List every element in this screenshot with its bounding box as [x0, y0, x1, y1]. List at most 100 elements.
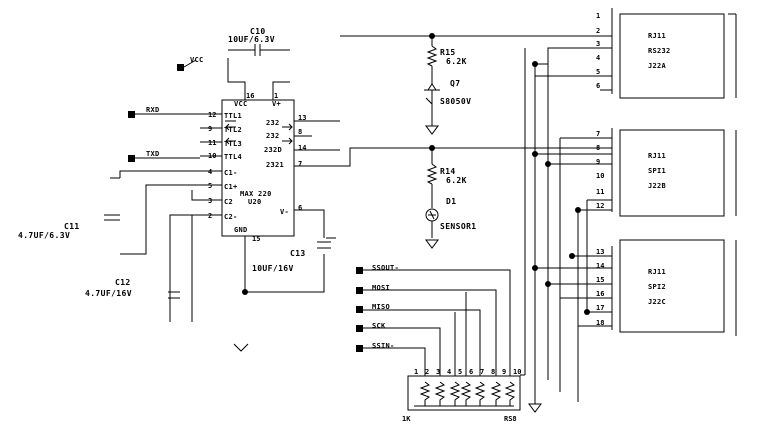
ic-left-pin-3: 3 C2: [208, 197, 233, 206]
svg-text:10: 10: [596, 172, 604, 180]
spi-ssout-label: SSOUT-: [372, 264, 399, 272]
rj-c-line2: SPI2: [648, 283, 666, 291]
network-pin-6: 6: [469, 368, 473, 376]
ic-left-pin-11: 11 TTL3: [208, 139, 242, 148]
network-pin-7: 7: [480, 368, 484, 376]
rj-b-title: RJ11: [648, 152, 666, 160]
svg-text:2: 2: [208, 212, 212, 220]
svg-text:1: 1: [596, 12, 600, 20]
network-pin-3: 3: [436, 368, 440, 376]
ic-left-pin-4: 4 C1-: [208, 168, 238, 177]
network-pin-9: 9: [502, 368, 506, 376]
svg-text:TTL1: TTL1: [224, 112, 242, 120]
network-pin-1: 1: [414, 368, 418, 376]
rj-c-line3: J22C: [648, 298, 666, 306]
svg-text:8: 8: [596, 144, 600, 152]
c10-value: 10UF/6.3V: [228, 35, 275, 44]
rj-c-title: RJ11: [648, 268, 666, 276]
ic-right-pin-13: 232 13: [266, 114, 306, 127]
ic-designator: U20: [248, 198, 262, 206]
capacitor-c12: C12 4.7UF/16V: [85, 278, 180, 299]
network-pin-2: 2: [425, 368, 429, 376]
svg-text:12: 12: [208, 111, 216, 119]
ic-gnd-pin-label: GND: [234, 226, 248, 234]
ic-right-pin-8: 232 8: [266, 128, 302, 140]
svg-text:14: 14: [298, 144, 306, 152]
spi-ssin-label: SSIN-: [372, 342, 395, 350]
ic-wiring: [119, 49, 432, 322]
ground-symbol: [528, 403, 542, 413]
svg-text:C2-: C2-: [224, 213, 238, 221]
svg-text:232: 232: [266, 132, 280, 140]
svg-text:4: 4: [596, 54, 600, 62]
ic-right-pin-6: V- 6: [280, 204, 302, 216]
svg-text:TTL3: TTL3: [224, 140, 242, 148]
ic-top-pin-16: 16: [246, 92, 254, 100]
rxd-label: RXD: [146, 106, 160, 114]
transistor-q7: Q7 S8050V: [424, 79, 471, 135]
rj-a-line2: RS232: [648, 47, 671, 55]
sensor-d1: D1 SENSOR1: [425, 197, 477, 249]
rj-a-title: RJ11: [648, 32, 666, 40]
svg-text:232D: 232D: [264, 146, 282, 154]
svg-text:5: 5: [208, 182, 212, 190]
svg-text:232: 232: [266, 119, 280, 127]
svg-text:TTL4: TTL4: [224, 153, 242, 161]
svg-text:11: 11: [596, 188, 604, 196]
svg-text:7: 7: [298, 160, 302, 168]
resistor-network-rs8: 1 2 3 4 5 6 7 8 9 10 1K RS8: [402, 368, 521, 423]
rj-b-line2: SPI1: [648, 167, 666, 175]
r14-value: 6.2K: [446, 176, 467, 185]
vcc-port: VCC: [177, 56, 204, 71]
txd-port: TXD: [128, 150, 159, 162]
network-pin-4: 4: [447, 368, 451, 376]
svg-text:6: 6: [596, 82, 600, 90]
c13-label: C13: [290, 249, 306, 258]
svg-text:9: 9: [596, 158, 600, 166]
rj11-block-rs232: RJ11 RS232 J22A: [611, 8, 737, 99]
ic-left-pin-2: 2 C2-: [208, 212, 238, 221]
c11-value: 4.7UF/6.3V: [18, 231, 70, 240]
d1-part: SENSOR1: [440, 222, 477, 231]
ic-top-pin-1: 1: [274, 92, 278, 100]
svg-text:TTL2: TTL2: [224, 126, 242, 134]
network-designator: RS8: [504, 415, 517, 423]
r14-label: R14: [440, 167, 456, 176]
ic-left-pin-12: 12 TTL1: [208, 111, 242, 122]
r15-label: R15: [440, 48, 456, 57]
spi-sck-label: SCK: [372, 322, 386, 330]
svg-text:18: 18: [596, 319, 604, 327]
svg-text:C1+: C1+: [224, 183, 238, 191]
svg-text:14: 14: [596, 262, 604, 270]
rj11-block-spi1: RJ11 SPI1 J22B: [611, 128, 737, 217]
ic-vcc-pin-label: VCC: [234, 100, 248, 108]
vcc-label: VCC: [190, 56, 204, 64]
svg-text:15: 15: [596, 276, 604, 284]
connector-pin-numbers: 1 2 3 4 5 6 7 8 9 10 11 12 13 14 15 16 1…: [596, 12, 604, 327]
spi-mosi-label: MOSI: [372, 284, 390, 292]
svg-text:9: 9: [208, 125, 212, 133]
resistor-r15: R15 6.2K: [426, 36, 467, 84]
svg-text:C1-: C1-: [224, 169, 238, 177]
capacitor-c10: C10 10UF/6.3V: [228, 27, 275, 56]
svg-text:C2: C2: [224, 198, 233, 206]
c11-label: C11: [64, 222, 80, 231]
ic-vplus-pin-label: V+: [272, 100, 281, 108]
ic-right-pin-7: 2321 7: [266, 160, 302, 169]
svg-text:16: 16: [596, 290, 604, 298]
svg-text:17: 17: [596, 304, 604, 312]
capacitor-c11: C11 4.7UF/6.3V: [18, 214, 120, 240]
svg-text:7: 7: [596, 130, 600, 138]
spi-miso-label: MISO: [372, 303, 390, 311]
network-value: 1K: [402, 415, 411, 423]
svg-text:3: 3: [596, 40, 600, 48]
ic-name: MAX 220: [240, 190, 272, 198]
ic-left-pin-9: 9 TTL2: [208, 125, 242, 134]
svg-text:13: 13: [298, 114, 306, 122]
ic-left-pin-5: 5 C1+: [208, 182, 238, 191]
ic-bottom-pin-15: 15: [252, 235, 260, 243]
r15-value: 6.2K: [446, 57, 467, 66]
network-pin-8: 8: [491, 368, 495, 376]
network-pin-5: 5: [458, 368, 462, 376]
